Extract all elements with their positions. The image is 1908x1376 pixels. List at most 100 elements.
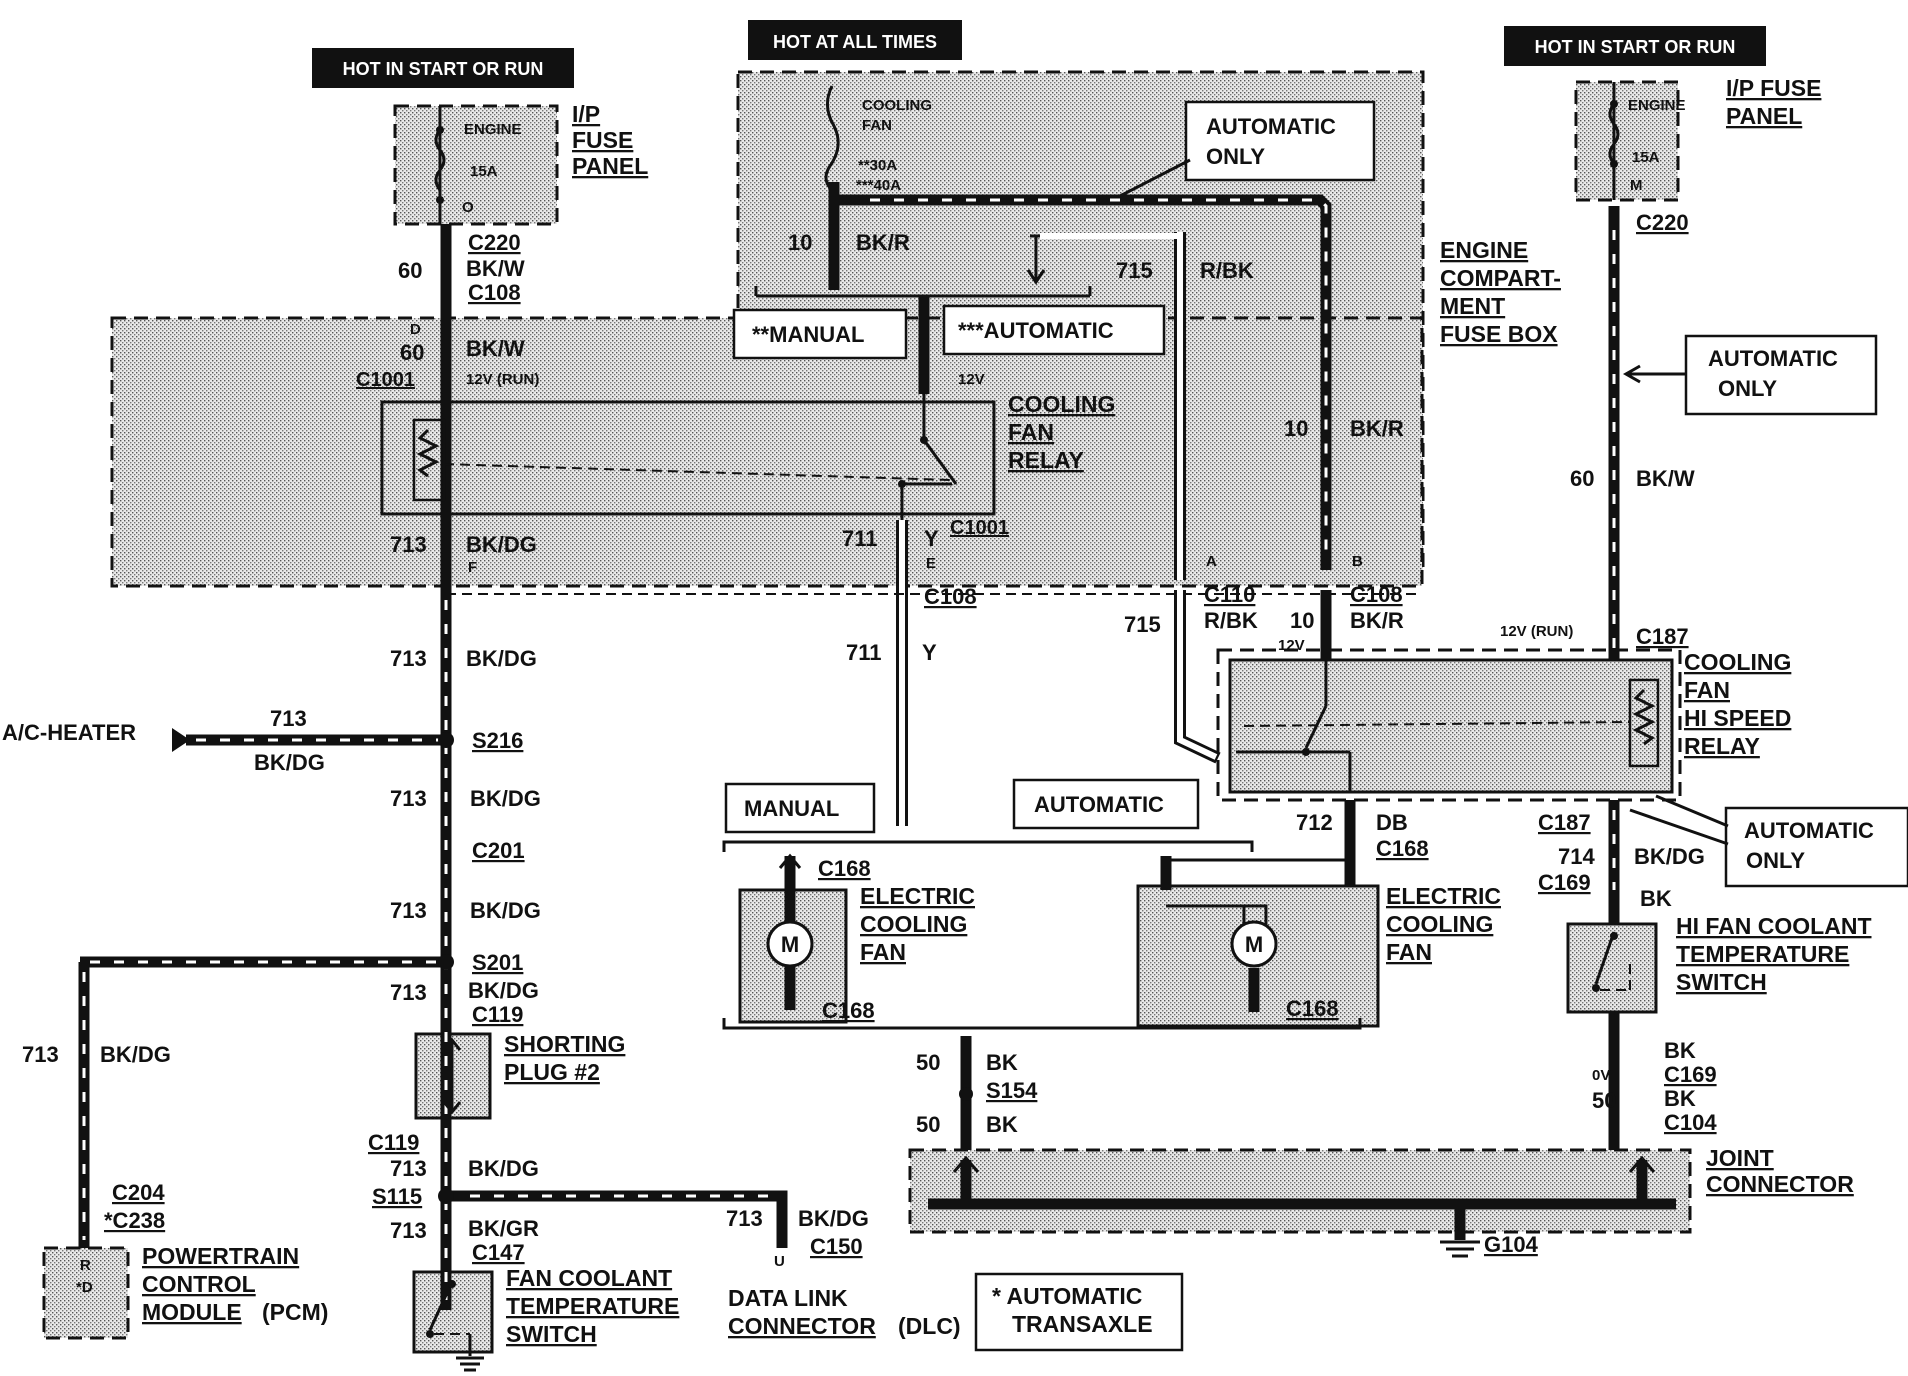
relay-main-12v-run: 12V (RUN) — [466, 371, 539, 388]
relay-hi-12v-run: 12V (RUN) — [1500, 623, 1573, 640]
pcm-line3: MODULE — [142, 1299, 242, 1325]
relay-main-line3: RELAY — [1008, 447, 1084, 473]
conn-c187-low: C187 — [1538, 810, 1591, 835]
relay-main-12v: 12V — [958, 371, 985, 388]
ip-fuse-panel-left — [393, 104, 559, 226]
conn-c168-db: C168 — [1376, 836, 1429, 861]
wire-bkdg-e: BK/DG — [468, 1156, 539, 1181]
wire-bkr-top: BK/R — [856, 230, 910, 255]
wire-bkw-top: BK/W — [466, 256, 525, 281]
joint-connector — [908, 1148, 1692, 1234]
wire-y-mid: Y — [922, 640, 937, 665]
pcm-module — [42, 1246, 130, 1340]
wire-713-ac: 713 — [270, 706, 307, 731]
wire-rbk-mid: R/BK — [1204, 608, 1258, 633]
wire-bkdg-relay: BK/DG — [466, 532, 537, 557]
wire-bkdg-c: BK/DG — [470, 898, 541, 923]
conn-c108-right: C108 — [1350, 582, 1403, 607]
wire-713-b: 713 — [390, 786, 427, 811]
callout-auto-only-top-2: ONLY — [1206, 144, 1265, 169]
pcm-pin2: *D — [76, 1279, 93, 1296]
wire-bkdg-ac: BK/DG — [254, 750, 325, 775]
callout-automatic: AUTOMATIC — [1034, 792, 1164, 817]
wire-50-right: 50 — [1592, 1088, 1616, 1113]
hi-speed-relay-zone — [1216, 648, 1682, 802]
fuse-right-name: ENGINE — [1628, 97, 1686, 114]
fan-switch-line3: SWITCH — [506, 1321, 597, 1347]
conn-c150: C150 — [810, 1234, 863, 1259]
header-center: HOT AT ALL TIMES — [773, 32, 937, 52]
conn-c220-right: C220 — [1636, 210, 1689, 235]
conn-c201: C201 — [472, 838, 525, 863]
wire-60-top: 60 — [398, 258, 422, 283]
wire-bkw-right: BK/W — [1636, 466, 1695, 491]
engine-box-line3: MENT — [1440, 293, 1505, 319]
hi-switch-line1: HI FAN COOLANT — [1676, 913, 1872, 939]
conn-c119-top: C119 — [472, 1002, 523, 1027]
dlc-line1: DATA LINK — [728, 1285, 848, 1311]
cooling-fan-relay — [380, 400, 996, 516]
dlc-pin: U — [774, 1253, 785, 1270]
fan-switch-line2: TEMPERATURE — [506, 1293, 679, 1319]
wire-rbk-top: R/BK — [1200, 258, 1254, 283]
callout-auto-only-low-2: ONLY — [1746, 848, 1805, 873]
conn-s201: S201 — [472, 950, 523, 975]
wire-bkgr: BK/GR — [468, 1216, 539, 1241]
conn-c1001-right: C1001 — [950, 517, 1009, 539]
wire-10-mid: 10 — [1284, 416, 1308, 441]
wire-bkw-mid: BK/W — [466, 336, 525, 361]
fuse-right-label2: PANEL — [1726, 103, 1802, 129]
fuse-left-label1: I/P — [572, 101, 600, 127]
joint-line1: JOINT — [1706, 1145, 1774, 1171]
conn-c104: C104 — [1664, 1110, 1717, 1135]
fan-left-line1: ELECTRIC — [860, 883, 975, 909]
fuse-center-line1: COOLING — [862, 97, 932, 114]
wire-10-top: 10 — [788, 230, 812, 255]
shorting-line1: SHORTING — [504, 1031, 625, 1057]
hi-speed-relay — [1228, 658, 1674, 794]
fan-left-line2: COOLING — [860, 911, 967, 937]
fuse-right-rating: 15A — [1632, 149, 1660, 166]
pcm-line1: POWERTRAIN — [142, 1243, 299, 1269]
conn-c187-top: C187 — [1636, 624, 1689, 649]
pin-d: D — [410, 321, 421, 338]
wire-bkdg-dlc: BK/DG — [798, 1206, 869, 1231]
callout-auto-only-right-1: AUTOMATIC — [1708, 346, 1838, 371]
conn-c204: C204 — [112, 1180, 165, 1205]
relay-main-line1: COOLING — [1008, 391, 1115, 417]
wire-bk-b: BK — [986, 1112, 1018, 1137]
wire-712: 712 — [1296, 810, 1333, 835]
wire-bkr-mid: BK/R — [1350, 416, 1404, 441]
wire-y-top: Y — [924, 526, 939, 551]
wire-711-mid: 711 — [846, 640, 882, 665]
callout-automatic-star: ***AUTOMATIC — [958, 318, 1114, 343]
fuse-left-name: ENGINE — [464, 121, 522, 138]
callout-manual-star: **MANUAL — [752, 322, 864, 347]
hi-switch-line2: TEMPERATURE — [1676, 941, 1849, 967]
fan-left-motor: M — [781, 932, 799, 957]
conn-c169-low: C169 — [1664, 1062, 1717, 1087]
wire-713-e: 713 — [390, 1156, 427, 1181]
conn-c119-low: C119 — [368, 1130, 419, 1155]
wire-bkdg-b: BK/DG — [470, 786, 541, 811]
fan-right-line3: FAN — [1386, 939, 1432, 965]
wire-713-f: 713 — [390, 1218, 427, 1243]
conn-c168-lb: C168 — [822, 998, 875, 1023]
engine-box-line2: COMPART- — [1440, 265, 1561, 291]
fuse-center-rating2: ***40A — [856, 177, 901, 194]
pin-a: A — [1206, 553, 1217, 570]
conn-c168-rb: C168 — [1286, 996, 1339, 1021]
conn-c110: C110 — [1204, 582, 1255, 607]
wire-60-mid: 60 — [400, 340, 424, 365]
pcm-suffix: (PCM) — [262, 1299, 328, 1325]
conn-c238: *C238 — [104, 1208, 165, 1233]
fuse-right-label1: I/P FUSE — [1726, 75, 1821, 101]
fuse-center-rating1: **30A — [858, 157, 897, 174]
wire-10-low: 10 — [1290, 608, 1314, 633]
conn-c168-lt: C168 — [818, 856, 871, 881]
conn-s115: S115 — [372, 1184, 422, 1209]
joint-line2: CONNECTOR — [1706, 1171, 1854, 1197]
wire-bkdg-a: BK/DG — [466, 646, 537, 671]
